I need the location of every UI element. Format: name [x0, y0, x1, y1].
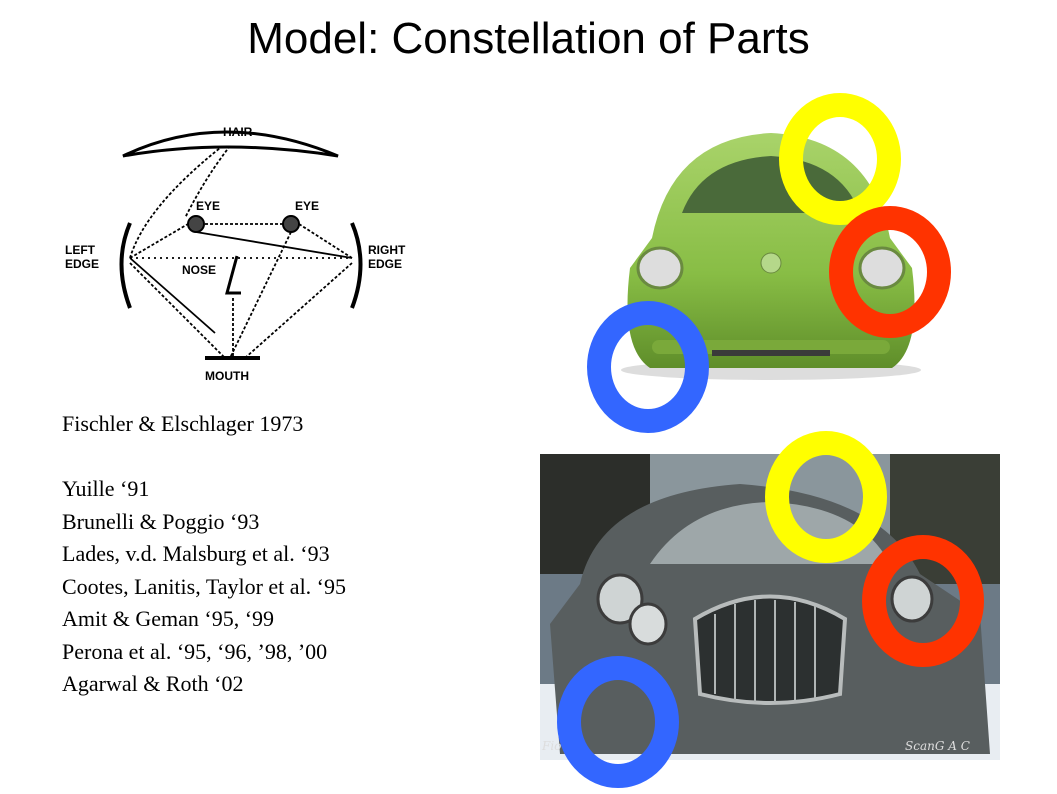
spacer	[62, 441, 532, 474]
right-edge-label-1: RIGHT	[368, 243, 406, 257]
references-list: Fischler & Elschlager 1973 Yuille ‘91 Br…	[62, 408, 532, 701]
left-eye-label: EYE	[196, 199, 220, 213]
reference-item: Amit & Geman ‘95, ‘99	[62, 606, 275, 631]
spring-connections	[129, 145, 353, 359]
red-ring-icon-top	[829, 206, 951, 338]
left-edge-label-1: LEFT	[65, 243, 96, 257]
photo-caption-right: ScanG A C	[905, 739, 970, 753]
nose-part	[225, 255, 241, 295]
reference-item: Agarwal & Roth ‘02	[62, 671, 244, 696]
mouth-label: MOUTH	[205, 369, 249, 383]
left-edge-part	[119, 222, 132, 309]
right-eye-part	[282, 215, 300, 233]
yellow-ring-icon-bottom	[765, 431, 887, 563]
blue-ring-icon-bottom	[557, 656, 679, 788]
reference-item: Lades, v.d. Malsburg et al. ‘93	[62, 541, 330, 566]
right-eye-label: EYE	[295, 199, 319, 213]
blue-ring-icon-top	[587, 301, 709, 433]
vintage-car-photo: Fio ScanG A C	[540, 454, 1000, 760]
reference-item: Brunelli & Poggio ‘93	[62, 508, 260, 534]
reference-item: Perona et al. ‘95, ‘96, ’98, ’00	[62, 638, 328, 664]
yellow-ring-icon-top	[779, 93, 901, 225]
nose-label: NOSE	[182, 263, 216, 277]
face-parts-diagram: HAIR LEFT EDGE RIGHT EDGE EYE EYE NOSE M…	[65, 125, 406, 383]
hair-label: HAIR	[223, 125, 253, 139]
photo-caption-left: Fio	[541, 739, 561, 753]
reference-item: Yuille ‘91	[62, 476, 150, 501]
left-eye-part	[187, 215, 205, 233]
left-edge-label-2: EDGE	[65, 257, 99, 271]
red-ring-icon-bottom	[862, 535, 984, 667]
hair-part	[122, 130, 339, 158]
right-edge-label-2: EDGE	[368, 257, 402, 271]
origin-reference: Fischler & Elschlager 1973	[62, 411, 304, 436]
reference-item: Cootes, Lanitis, Taylor et al. ‘95	[62, 573, 347, 599]
right-edge-part	[350, 222, 363, 309]
slide-title: Model: Constellation of Parts	[247, 14, 810, 63]
